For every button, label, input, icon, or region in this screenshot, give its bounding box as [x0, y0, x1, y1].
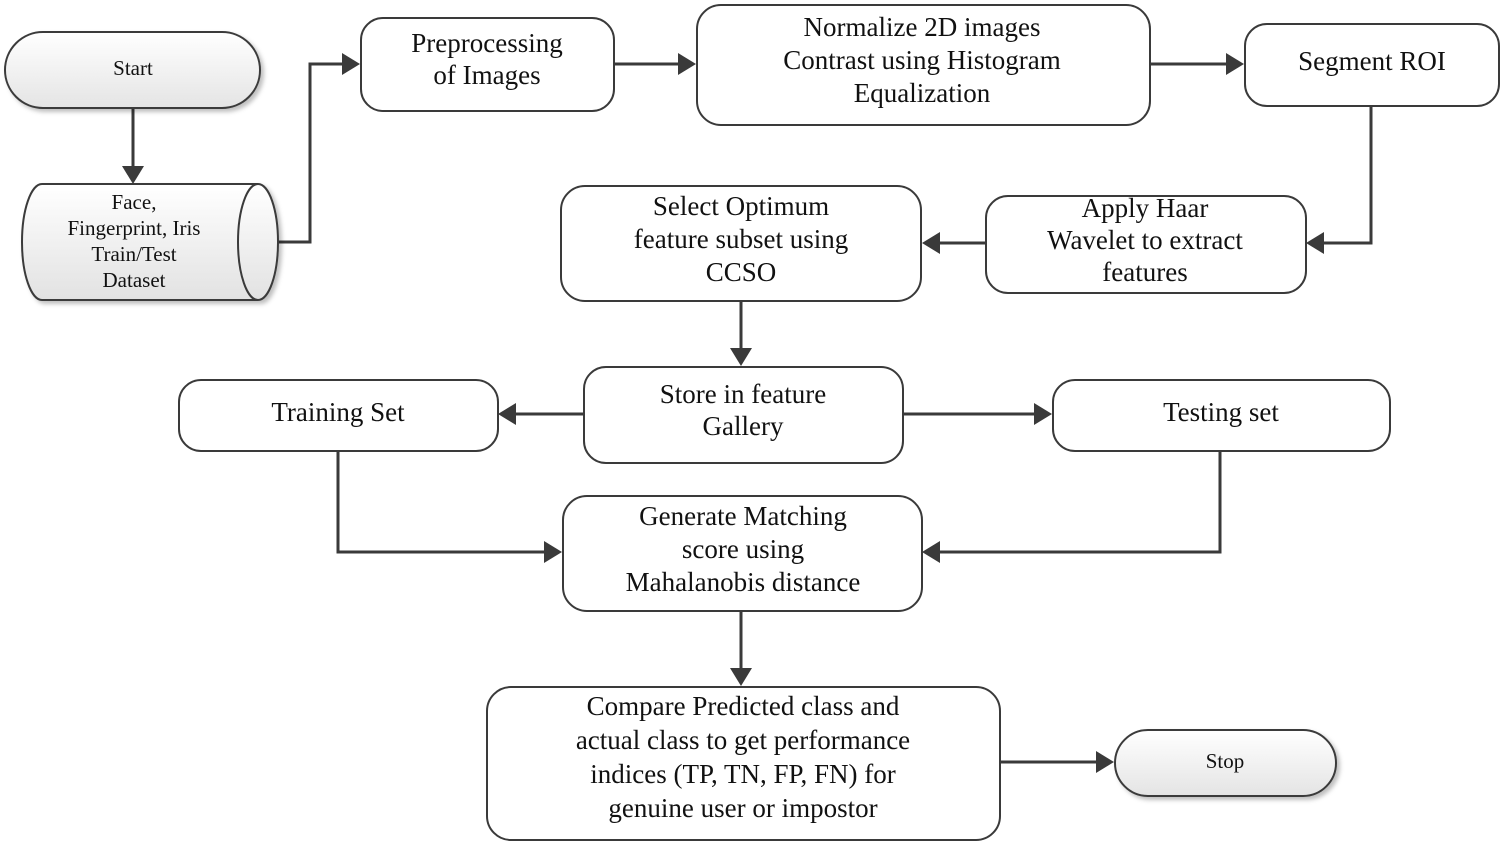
start-label: Start — [113, 56, 153, 80]
gallery-box — [583, 366, 904, 464]
arrowhead-preprocessing — [342, 53, 360, 75]
normalize-label-line: Normalize 2D images — [804, 12, 1041, 42]
testing-label: Testing set — [1163, 397, 1279, 427]
ccso-label-line: Select Optimum — [653, 191, 829, 221]
testing-node: Testing set — [1052, 379, 1391, 452]
ccso-box — [560, 185, 922, 302]
training-label-line: Training Set — [271, 397, 405, 427]
dataset-label-line: Face, — [112, 190, 157, 214]
haar-label-line: Apply Haar — [1082, 193, 1209, 223]
stop-label-line: Stop — [1206, 749, 1245, 773]
compare-label-line: actual class to get performance — [576, 725, 910, 755]
arrowhead-testing — [1034, 403, 1052, 425]
training-label: Training Set — [271, 397, 405, 427]
arrowhead-matching-right — [922, 541, 940, 563]
arrowhead-compare — [730, 668, 752, 686]
arrowhead-normalize — [678, 53, 696, 75]
training-node: Training Set — [178, 379, 499, 452]
edge-testing-to-matching — [938, 451, 1222, 554]
haar-label-line: features — [1102, 257, 1187, 287]
arrowhead-segment — [1226, 53, 1244, 75]
edges — [122, 53, 1373, 773]
testing-label-line: Testing set — [1163, 397, 1279, 427]
arrowhead-training — [498, 403, 516, 425]
start-label-line: Start — [113, 56, 153, 80]
arrowhead-dataset — [122, 166, 144, 184]
stop-label: Stop — [1206, 749, 1245, 773]
compare-node: Compare Predicted class and actual class … — [486, 686, 1001, 841]
segment-box — [1244, 23, 1500, 107]
stop-node: Stop — [1114, 729, 1337, 797]
preprocessing-label-line: Preprocessing — [411, 28, 562, 58]
compare-box — [486, 686, 1001, 841]
stop-shape — [1114, 729, 1337, 797]
arrowhead-stop — [1096, 751, 1114, 773]
arrowhead-ccso — [922, 232, 940, 254]
testing-box — [1052, 379, 1391, 452]
matching-label-line: Generate Matching — [639, 501, 847, 531]
edge-dataset-to-preprocessing — [262, 62, 344, 244]
dataset-shape-inner-curve — [237, 183, 259, 301]
preprocessing-label-line: of Images — [433, 60, 540, 90]
haar-box — [985, 195, 1307, 294]
dataset-label-line: Dataset — [103, 268, 166, 292]
segment-node: Segment ROI — [1244, 23, 1500, 107]
compare-label: Compare Predicted class and actual class … — [576, 691, 910, 823]
arrowhead-matching-left — [544, 541, 562, 563]
training-box — [178, 379, 499, 452]
edge-training-to-matching — [336, 451, 546, 554]
ccso-label-line: CCSO — [706, 257, 777, 287]
normalize-box — [696, 4, 1151, 126]
arrowhead-gallery — [730, 348, 752, 366]
matching-label-line: Mahalanobis distance — [626, 567, 861, 597]
dataset-label-line: Train/Test — [91, 242, 176, 266]
matching-box — [562, 495, 923, 612]
gallery-label-line: Gallery — [703, 411, 784, 441]
ccso-label-line: feature subset using — [634, 224, 848, 254]
dataset-label-line: Fingerprint, Iris — [68, 216, 201, 240]
start-shape — [4, 31, 261, 109]
normalize-label-line: Contrast using Histogram — [783, 45, 1061, 75]
segment-label-line: Segment ROI — [1298, 46, 1446, 76]
segment-label: Segment ROI — [1298, 46, 1446, 76]
haar-label-line: Wavelet to extract — [1047, 225, 1243, 255]
edge-segment-to-haar — [1322, 106, 1373, 245]
start-node: Start — [4, 31, 261, 109]
compare-label-line: genuine user or impostor — [608, 793, 877, 823]
normalize-label-line: Equalization — [854, 78, 991, 108]
compare-label-line: indices (TP, TN, FP, FN) for — [590, 759, 896, 789]
matching-label-line: score using — [682, 534, 804, 564]
compare-label-line: Compare Predicted class and — [587, 691, 900, 721]
preprocessing-box — [360, 17, 615, 112]
arrowhead-haar — [1306, 232, 1324, 254]
gallery-label-line: Store in feature — [660, 379, 826, 409]
